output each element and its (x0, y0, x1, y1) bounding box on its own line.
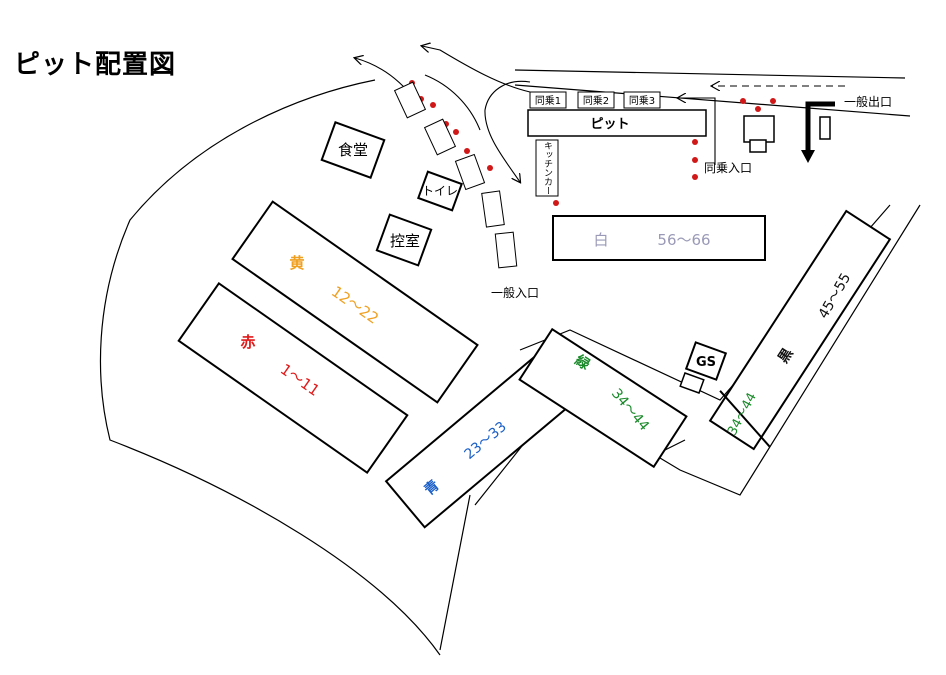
hikaeshitsu-label: 控室 (390, 232, 420, 250)
zone-yellow-name: 黄 (289, 254, 304, 272)
toilet-label: トイレ (422, 184, 458, 198)
zone-black: 黒 45～55 34～44 (708, 209, 892, 451)
zone-red-name: 赤 (240, 333, 255, 351)
kitchen-car-label: キッチンカー (542, 141, 553, 195)
building-gs: GS (679, 341, 728, 394)
building-shokudo: 食堂 (320, 121, 386, 179)
building-hikaeshitsu: 控室 (375, 213, 433, 267)
doujou3-label: 同乗3 (629, 95, 655, 107)
zone-red: 赤 1～11 (177, 281, 409, 475)
page-title: ピット配置図 (14, 50, 177, 80)
zone-yellow: 黄 12～22 (231, 200, 479, 404)
small-tents (393, 81, 518, 269)
general-entrance-label: 一般入口 (491, 285, 539, 300)
exit-arrow (801, 101, 835, 163)
zone-white: 白 56～66 (552, 215, 766, 261)
shokudo-label: 食堂 (338, 141, 368, 159)
building-toilet: トイレ (417, 170, 463, 212)
doujou-entrance-label: 同乗入口 (704, 161, 752, 175)
zone-white-range: 56～66 (657, 231, 710, 249)
gs-label: GS (696, 355, 716, 370)
doujou1-label: 同乗1 (535, 95, 561, 107)
zone-white-name: 白 (593, 231, 608, 249)
flow-arrows (355, 46, 845, 182)
exit-booth (743, 115, 831, 153)
pit-building: ピット 同乗1 同乗2 同乗3 (527, 91, 707, 137)
kitchen-car: キッチンカー (535, 139, 559, 197)
pit-label: ピット (590, 117, 629, 132)
doujou2-label: 同乗2 (583, 95, 609, 107)
general-exit-label: 一般出口 (844, 94, 892, 109)
zone-green: 緑 34～44 (518, 327, 688, 469)
